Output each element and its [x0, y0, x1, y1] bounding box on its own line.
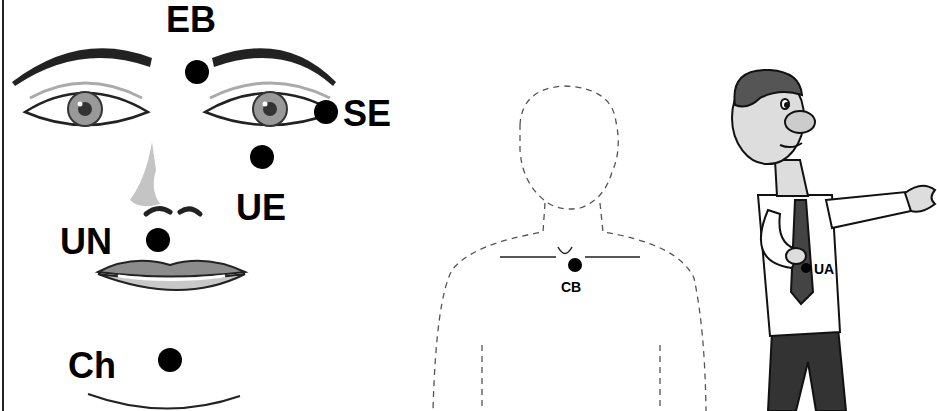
torso-outline	[433, 86, 706, 411]
point-label: EB	[166, 2, 216, 38]
point-dot	[146, 228, 170, 252]
point-dot	[250, 145, 274, 169]
cartoon-man	[732, 70, 935, 411]
shoulder-outline	[600, 203, 706, 411]
eye-highlight	[78, 102, 83, 107]
collarbone-notch	[558, 247, 572, 254]
collarbone	[500, 256, 640, 258]
head-outline	[520, 86, 618, 209]
eyebrow	[12, 48, 152, 86]
nose-shading	[130, 142, 160, 206]
point-label: Ch	[68, 348, 116, 384]
pupil	[78, 102, 92, 116]
nostril	[146, 208, 170, 214]
frame-line	[2, 0, 4, 411]
upper-lip	[98, 261, 245, 277]
teeth	[118, 276, 225, 280]
eye-highlight	[263, 102, 268, 107]
shoulder-outline	[433, 203, 545, 411]
shirt	[758, 195, 840, 336]
face-drawing	[12, 48, 336, 408]
point-dot	[314, 100, 338, 124]
trousers	[768, 328, 846, 411]
pupil	[785, 103, 789, 107]
arm-line	[481, 345, 482, 411]
raised-arm	[826, 192, 911, 228]
mouth	[780, 143, 802, 147]
hand	[905, 186, 935, 212]
point-label: UE	[236, 190, 286, 226]
iris	[68, 92, 102, 126]
eye	[25, 93, 148, 125]
point-label: CB	[561, 280, 581, 294]
hand	[786, 248, 806, 264]
point-dot	[801, 263, 811, 273]
pupil	[263, 102, 277, 116]
neck	[775, 160, 808, 196]
iris	[253, 92, 287, 126]
point-dot	[158, 348, 182, 372]
point-dot	[185, 60, 209, 84]
point-label: UA	[814, 262, 834, 276]
point-label: SE	[343, 96, 391, 132]
point-label: UN	[60, 224, 112, 260]
hair	[734, 70, 802, 107]
nose	[785, 111, 815, 133]
point-dot	[568, 258, 582, 272]
eyebrow	[212, 48, 336, 86]
point-dots	[146, 60, 811, 372]
chin-line	[88, 394, 240, 409]
lower-lip	[98, 274, 245, 290]
nostril	[180, 209, 200, 214]
eye	[781, 99, 789, 109]
arm-line	[659, 345, 660, 411]
